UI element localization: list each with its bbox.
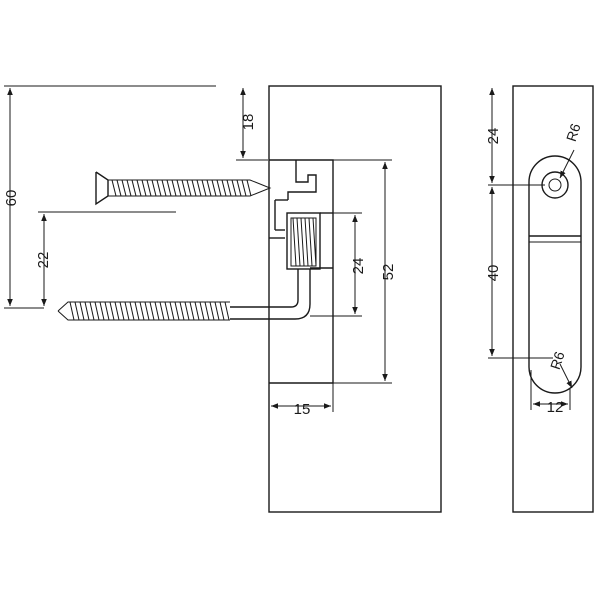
dim-label-60: 60 <box>3 190 20 207</box>
screw-hole <box>541 171 569 199</box>
dim-front-spacing: 40 <box>485 187 553 359</box>
dim-front-top: 24 <box>485 88 545 186</box>
dim-side-total: 60 <box>3 85 216 309</box>
dim-side-hook: 22 <box>35 211 176 306</box>
dim-label-r6-bottom: R6 <box>547 349 568 371</box>
dim-label-40: 40 <box>485 265 502 282</box>
dim-front-width: 12 <box>530 370 571 416</box>
dim-front-radius-top: R6 <box>559 121 584 179</box>
bracket-body <box>269 159 334 384</box>
frame-panel <box>268 85 442 513</box>
dim-label-52: 52 <box>380 264 397 281</box>
dim-label-24-sleeve: 24 <box>350 258 367 275</box>
dim-label-12: 12 <box>547 399 564 416</box>
dim-label-24-front: 24 <box>485 128 502 145</box>
dim-label-r6-top: R6 <box>563 121 584 143</box>
dim-label-15: 15 <box>294 401 311 418</box>
side-view: 60 22 18 24 52 <box>3 85 442 513</box>
dim-side-sleeve: 24 <box>310 212 367 317</box>
wood-screw <box>95 171 272 206</box>
dim-front-radius-bottom: R6 <box>547 349 573 389</box>
dim-side-bracket: 52 <box>333 159 397 384</box>
mounting-plate <box>528 155 582 394</box>
adjustment-sleeve <box>286 212 321 270</box>
dim-side-depth: 15 <box>271 383 334 418</box>
lag-screw-shank <box>57 301 230 321</box>
hook-pin <box>230 269 311 320</box>
dim-side-top: 18 <box>236 88 268 161</box>
front-panel <box>512 85 594 513</box>
dim-label-22: 22 <box>35 252 52 269</box>
dim-label-18: 18 <box>240 114 257 131</box>
front-view: 24 40 R6 R6 12 <box>485 85 594 513</box>
